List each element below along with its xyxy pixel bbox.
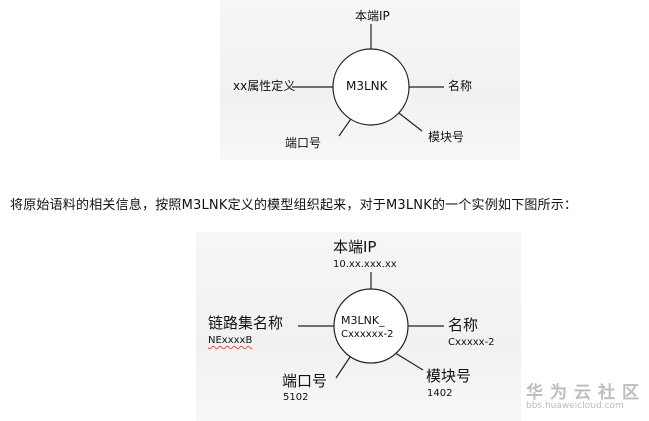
d2-label-link-set-name: 链路集名称 — [208, 314, 284, 332]
d1-label-attr-def: xx属性定义 — [233, 79, 296, 93]
d1-center-node — [332, 48, 410, 126]
caption-text: 将原始语料的相关信息，按照M3LNK定义的模型组织起来，对于M3LNK的一个实例… — [10, 198, 578, 213]
d2-label-module: 模块号 — [426, 367, 472, 385]
watermark-title: 华为云社区 — [526, 383, 646, 403]
d2-value-link-set-name: NExxxxB — [208, 335, 253, 346]
d2-value-name: Cxxxxx-2 — [448, 337, 495, 348]
d2-edge-module — [391, 350, 424, 371]
d1-edge-module — [394, 109, 423, 132]
d1-center-label: M3LNK — [346, 79, 388, 93]
d1-label-name: 名称 — [448, 79, 473, 93]
d2-edge-port — [335, 353, 353, 379]
d2-value-module: 1402 — [427, 388, 453, 399]
d1-label-module: 模块号 — [428, 130, 465, 144]
d1-label-local-ip: 本端IP — [355, 9, 390, 23]
d2-value-local-ip: 10.xx.xxx.xx — [333, 259, 397, 270]
d2-value-port: 5102 — [283, 392, 309, 403]
d1-label-port: 端口号 — [285, 136, 322, 150]
d2-center-label-line2: Cxxxxxx-2 — [341, 329, 394, 340]
d2-center-node — [333, 288, 409, 364]
d2-label-local-ip: 本端IP — [333, 238, 377, 256]
d2-label-port: 端口号 — [282, 372, 328, 390]
d2-center-label-line1: M3LNK_ — [341, 314, 385, 327]
watermark-url: bbs.huaweicloud.com — [526, 401, 624, 411]
d2-label-name: 名称 — [448, 316, 479, 334]
